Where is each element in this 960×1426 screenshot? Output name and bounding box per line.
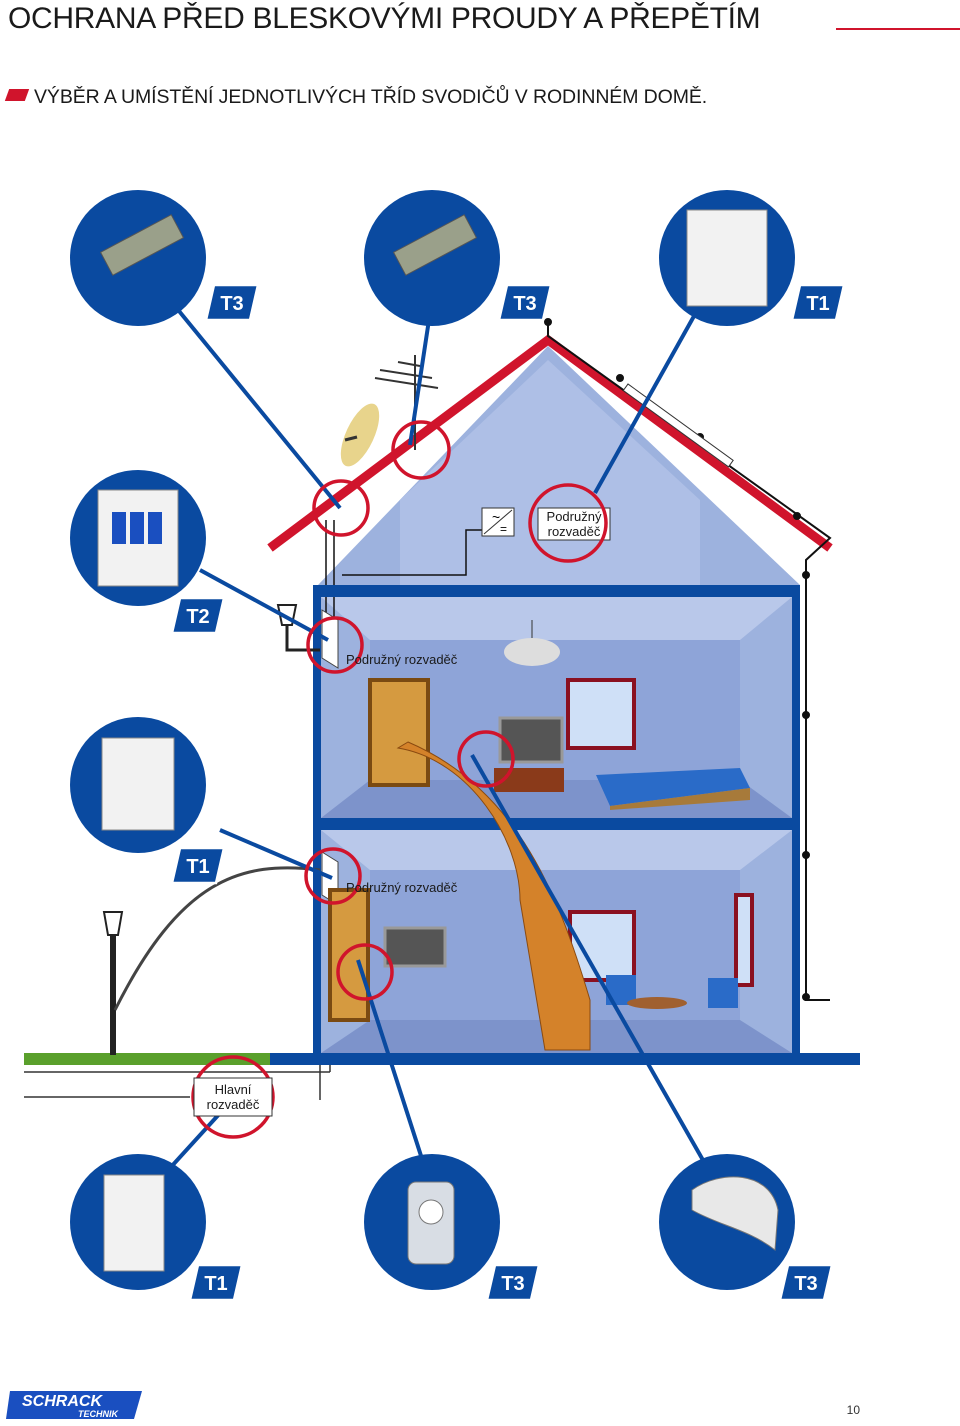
attic-board-label: Podružný rozvaděč [546,509,602,539]
fine-protector-icon [691,1176,779,1251]
logo-bottom-text: TECHNIK [78,1409,119,1419]
staircase-icon [396,741,591,1051]
page-title: OCHRANA PŘED BLESKOVÝMI PROUDY A PŘEPĚTÍ… [8,2,761,35]
ceiling-lamp-icon [504,620,560,666]
attic-board-frame [537,507,611,541]
page-subtitle: VÝBĚR A UMÍSTĚNÍ JEDNOTLIVÝCH TŘÍD SVODI… [34,86,708,108]
page-number: 10 [846,1403,860,1417]
lightning-conductor [544,318,832,1001]
satellite-dish-icon [340,403,380,467]
title-rule [836,28,960,30]
class-badges [170,283,846,1302]
main-board-label: Hlavní rozvaděč [206,1082,260,1112]
inverter-ac-label: ~ [492,509,500,525]
antenna-icon [374,355,439,450]
arrester-blue-labels [112,512,162,544]
badge-bottom-center: T3 [501,1273,524,1295]
floor1-board-label: Podružný rozvaděč [346,652,458,667]
garden-lamp-icon [102,911,124,1055]
socket-protector-icon [407,1181,455,1265]
main-board-frame [193,1077,273,1117]
badge-bottom-right: T3 [794,1273,817,1295]
door-icon [328,678,430,1022]
badge-mid-left: T2 [186,606,209,628]
table-chairs-icon [606,975,738,1009]
badge-top-left: T3 [220,293,243,315]
badge-top-right: T1 [806,293,829,315]
badge-bottom-left: T1 [204,1273,227,1295]
outdoor-cable [113,866,321,1011]
badge-lower-left: T1 [186,856,209,878]
tv-icon [383,716,564,968]
badge-top-center: T3 [513,293,536,315]
logo-top-text: SCHRACK [22,1393,103,1410]
house [24,334,860,1100]
schrack-logo: SCHRACK TECHNIK [6,1389,146,1426]
coax-protector-icon [99,214,478,276]
bed-icon [596,768,750,810]
inverter-dc-label: = [500,522,507,536]
highlight-circles [191,420,608,1139]
ground-board-label: Podružný rozvaděč [346,880,458,895]
inverter-icon [481,507,515,537]
